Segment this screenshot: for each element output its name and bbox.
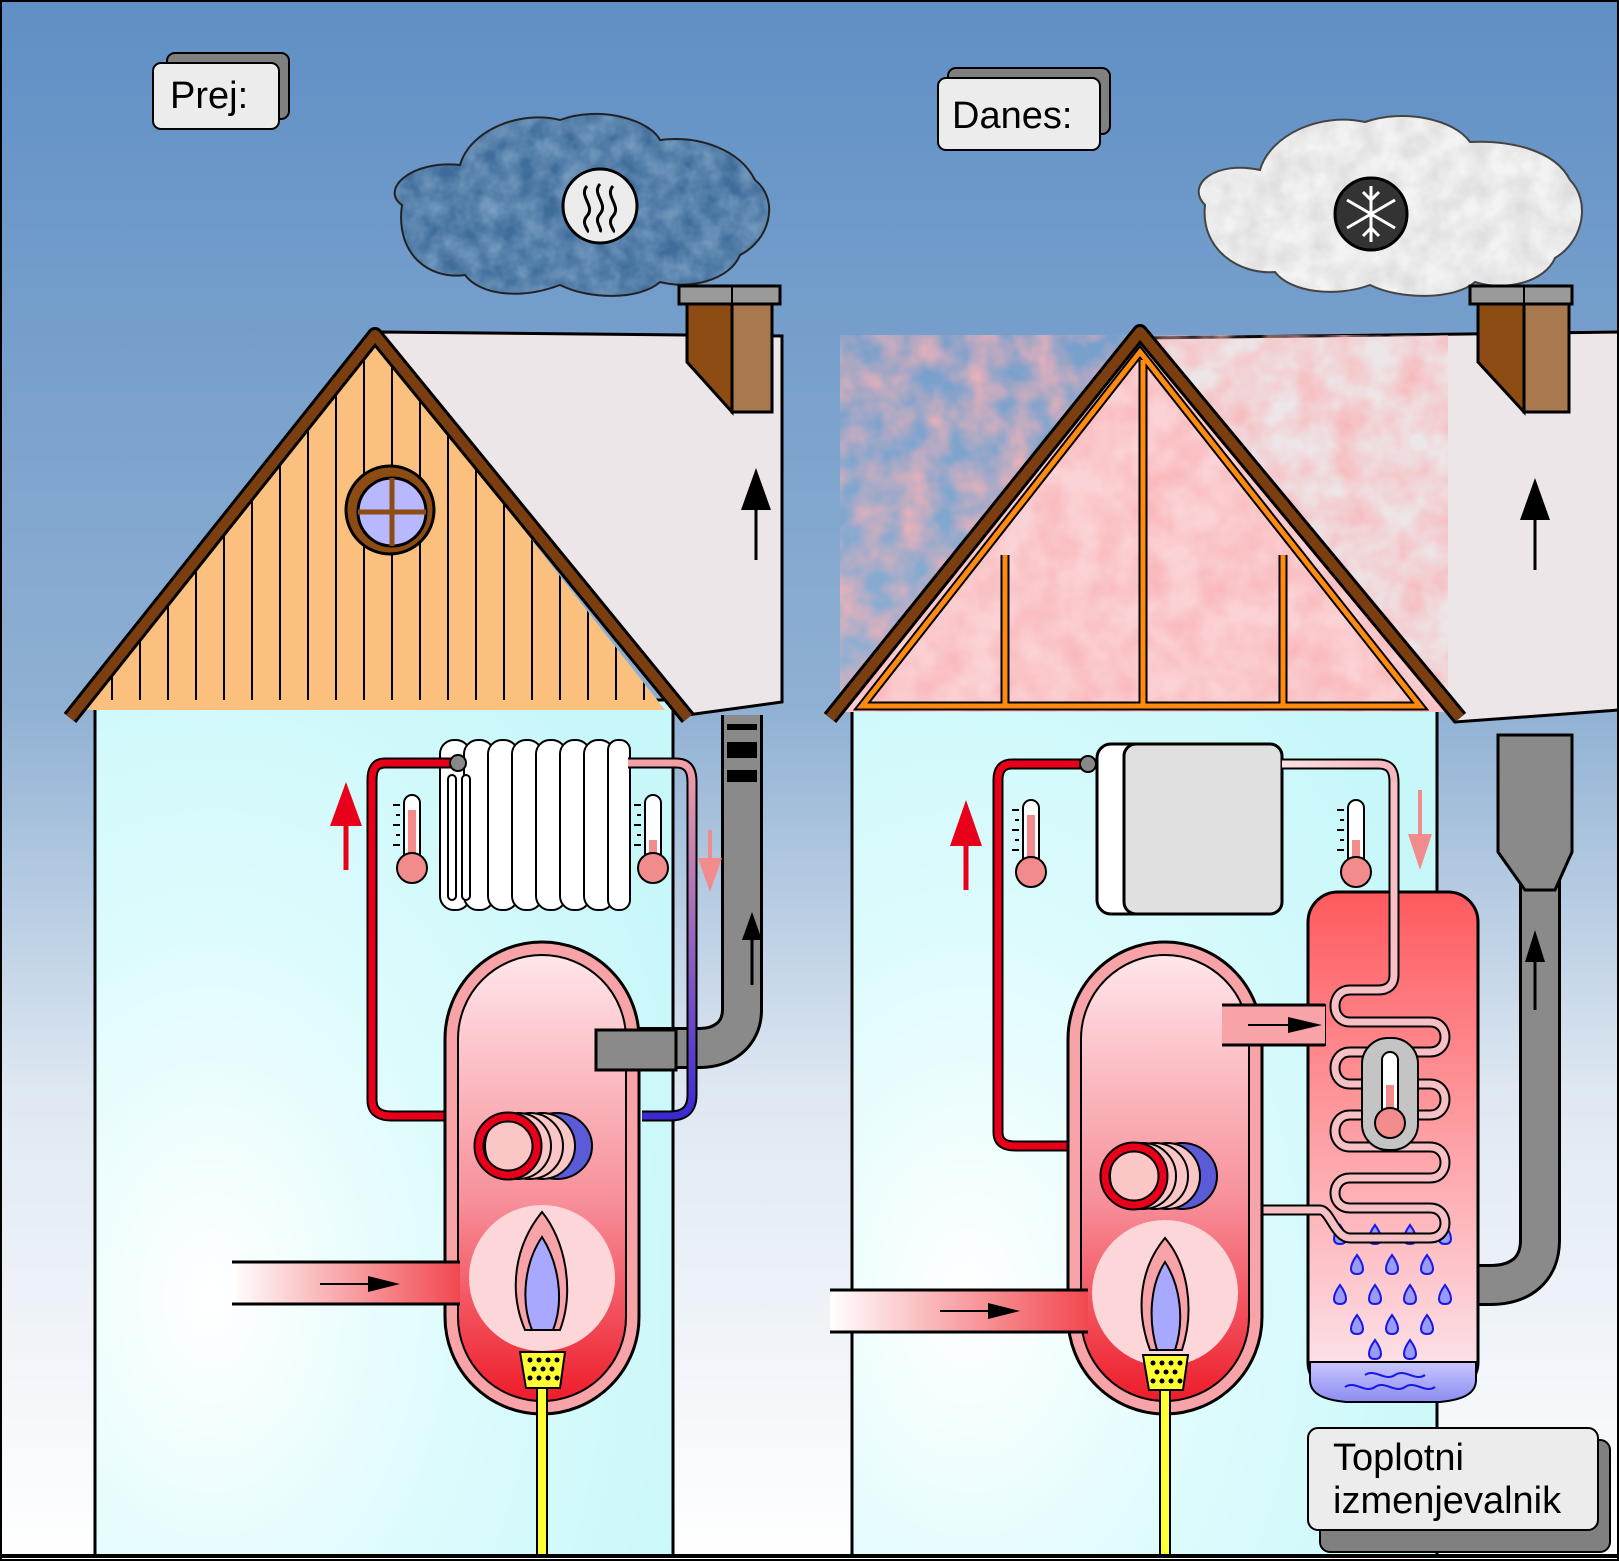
flame-today-icon bbox=[1140, 1236, 1190, 1351]
gas-line-today bbox=[1159, 1389, 1171, 1557]
exchanger-label-line1: Toplotni bbox=[1333, 1437, 1464, 1479]
round-window bbox=[344, 464, 436, 556]
thermometer-hot-today-icon bbox=[1012, 799, 1047, 888]
thermometer-warm-today-icon bbox=[1337, 799, 1372, 888]
flue-pipe-before bbox=[597, 715, 763, 1069]
exchanger-label: Toplotni izmenjevalnik bbox=[1307, 1427, 1611, 1553]
exchanger-label-line2: izmenjevalnik bbox=[1333, 1480, 1562, 1522]
water-waves bbox=[1344, 1372, 1436, 1390]
house-today: Danes: bbox=[823, 67, 1619, 1558]
gas-burner-today bbox=[1141, 1354, 1190, 1391]
roof-up-arrow-before bbox=[741, 468, 771, 560]
up-arrow-red-today bbox=[950, 800, 982, 890]
label-before-text: Prej: bbox=[170, 75, 248, 117]
flame-icon bbox=[514, 1210, 569, 1331]
thermometer-warm-icon bbox=[634, 794, 669, 884]
chimney-today bbox=[1468, 284, 1574, 416]
thermometer-exchanger-icon bbox=[1361, 1037, 1419, 1151]
label-today: Danes: bbox=[937, 67, 1111, 151]
label-before: Prej: bbox=[152, 52, 290, 130]
house-before: Prej: bbox=[63, 52, 784, 1558]
snowflake-icon bbox=[1333, 176, 1409, 252]
panel-radiator-today bbox=[1095, 742, 1284, 916]
label-today-text: Danes: bbox=[952, 95, 1072, 137]
air-inlet-before bbox=[232, 1260, 460, 1306]
gas-burner bbox=[518, 1351, 567, 1389]
flue-pipe-today bbox=[1470, 733, 1574, 1306]
thermometer-hot-icon bbox=[393, 794, 428, 884]
down-arrow-pink-before bbox=[698, 830, 722, 892]
up-arrow-red-before bbox=[330, 782, 362, 870]
boiler-before bbox=[443, 940, 678, 1557]
radiator-before bbox=[439, 739, 631, 911]
heat-waves-icon bbox=[561, 167, 639, 245]
smoke-cloud-before bbox=[393, 112, 771, 297]
down-arrow-pink-today bbox=[1408, 790, 1432, 870]
steam-cloud-today bbox=[1197, 115, 1583, 297]
chimney-before bbox=[677, 284, 782, 416]
air-inlet-today bbox=[830, 1288, 1088, 1334]
insulated-gable-today bbox=[823, 324, 1467, 724]
boiler-today bbox=[1066, 940, 1326, 1557]
gas-line bbox=[536, 1387, 548, 1557]
roof-up-arrow-today bbox=[1520, 478, 1550, 570]
